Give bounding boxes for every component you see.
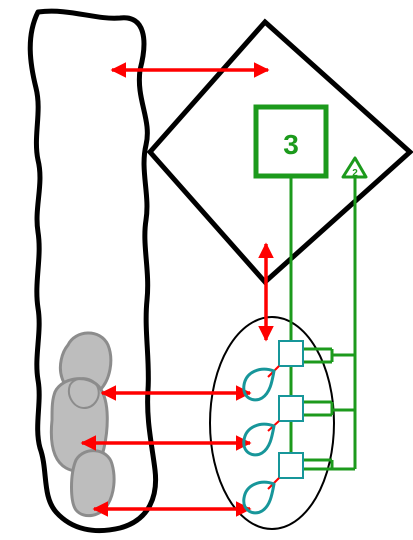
loop-receptor-icon — [242, 367, 276, 402]
gray-cluster — [49, 331, 116, 518]
green-connectors — [289, 176, 357, 471]
teal-box-3 — [278, 452, 304, 479]
green-box-label: 3 — [283, 129, 299, 160]
green-box-3: 3 — [253, 104, 329, 179]
triangle-badge-icon: 2 — [341, 156, 368, 179]
triangle-badge-label: 2 — [352, 168, 358, 179]
loop-receptor-icon — [242, 422, 276, 457]
receptors — [242, 367, 276, 515]
gray-shape-small-loop — [68, 377, 100, 410]
teal-boxes — [278, 340, 304, 479]
teal-box-2 — [278, 395, 304, 422]
loop-receptor-icon — [242, 480, 276, 515]
teal-box-1 — [278, 340, 304, 367]
gray-shape-lower — [70, 449, 116, 518]
left-irregular-outline — [27, 8, 159, 534]
